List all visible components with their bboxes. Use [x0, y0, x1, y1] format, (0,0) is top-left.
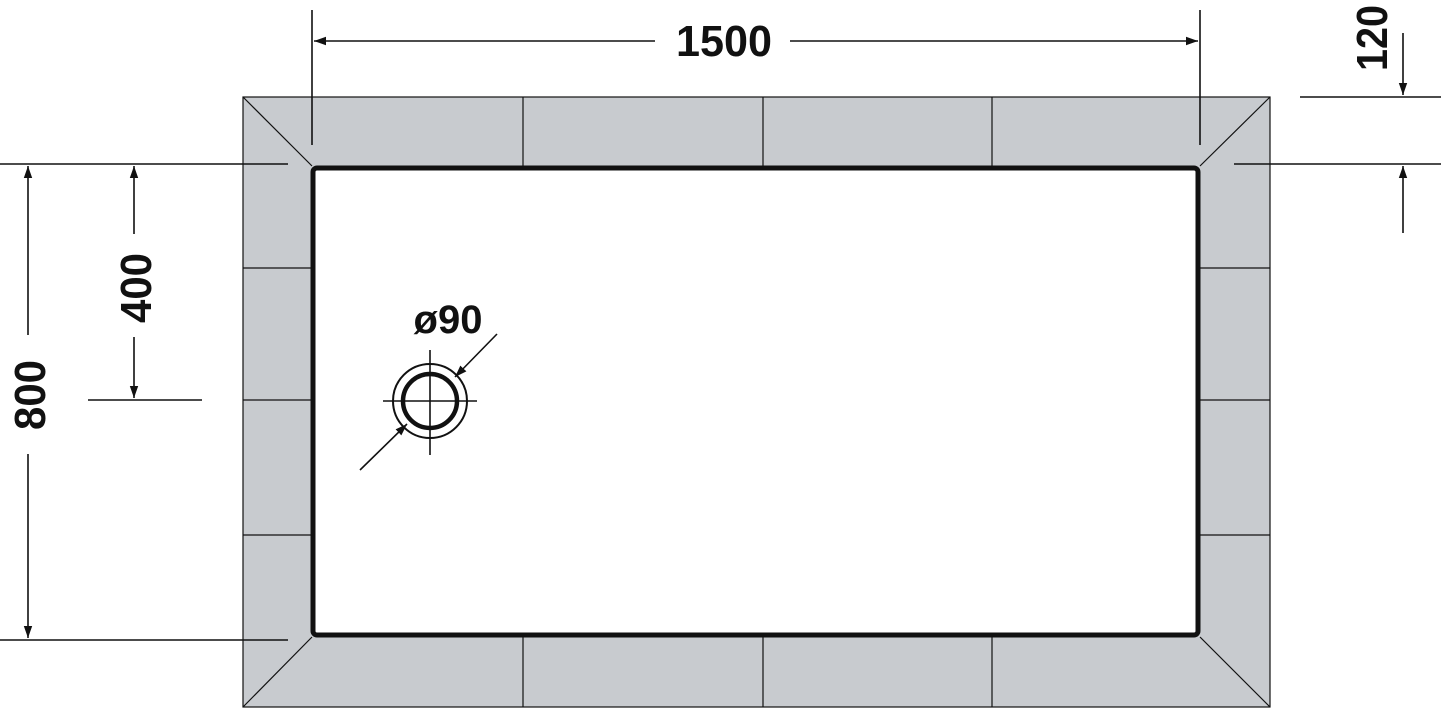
corner-miter-tr [1199, 96, 1271, 167]
rim-width-label: 120 [1348, 5, 1397, 71]
right-tile-dividers [1200, 267, 1270, 536]
bottom-tile-dividers [522, 637, 993, 707]
drain-icon [359, 333, 498, 471]
left-tile-dividers [243, 267, 312, 536]
drain-offset-dimension [88, 166, 202, 401]
drain-offset-label: 400 [112, 253, 161, 323]
top-tile-dividers [522, 97, 993, 166]
drain-diameter-label: ø90 [414, 298, 483, 342]
width-label: 1500 [676, 17, 772, 66]
rim-dimension [1234, 33, 1441, 233]
width-dimension [311, 10, 1201, 145]
depth-label: 800 [6, 360, 55, 430]
corner-miter-bl [242, 636, 313, 708]
corner-miter-br [1199, 636, 1271, 708]
depth-dimension [0, 163, 288, 641]
corner-miter-tl [242, 96, 313, 167]
tray-basin [310, 165, 1201, 638]
